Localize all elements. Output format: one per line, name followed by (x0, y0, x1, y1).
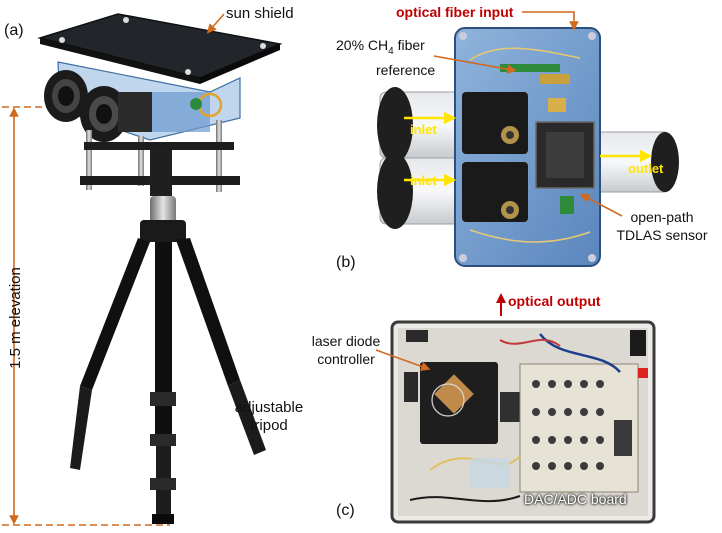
tripod-label-line1: adjustable (234, 399, 304, 416)
panel-a-photo (2, 13, 283, 526)
panel-b-label: (b) (336, 254, 356, 271)
optical-output-label: optical output (508, 293, 601, 309)
tripod-label-line2: tripod (250, 417, 288, 434)
laser-diode-controller-line2: controller (317, 351, 375, 367)
fiber-reference-pointer (433, 55, 517, 74)
laser-diode-controller-line1: laser diode (311, 333, 381, 349)
optical-fiber-input-label: optical fiber input (396, 4, 514, 20)
laser-diode-controller-pointer (375, 349, 431, 371)
panel-b-photo (377, 27, 679, 267)
laser-diode-controller-label: laser diode controller (298, 332, 394, 368)
fiber-reference-line1: 20% CH4 fiber (336, 37, 425, 57)
dac-adc-board-label: DAC/ADC board (524, 491, 627, 507)
tripod-leg-center (155, 242, 172, 440)
detector-block-top (462, 92, 528, 154)
tdlas-sensor-line1: open-path (630, 209, 694, 225)
inlet-top-label: inlet (410, 122, 437, 137)
tdlas-sensor-label: open-path TDLAS sensor (604, 208, 720, 244)
tripod-leg-right (176, 238, 240, 386)
outlet-label: outlet (628, 161, 664, 176)
fiber-reference-label: 20% CH4 fiber reference (336, 36, 435, 79)
sun-shield-label: sun shield (226, 5, 294, 22)
panel-a-label: (a) (4, 22, 24, 39)
tripod-leg-left (80, 238, 150, 390)
tdlas-sensor-line2: TDLAS sensor (616, 227, 708, 243)
tripod-label: adjustable tripod (224, 399, 314, 435)
sun-shield-pointer (206, 13, 225, 34)
inlet-bottom-label: inlet (410, 173, 437, 188)
panel-c-photo (390, 320, 656, 524)
panel-c-label: (c) (336, 502, 355, 519)
fiber-input-pointer (522, 11, 579, 31)
fiber-reference-line2: reference (376, 61, 436, 78)
tdlas-sensor-pointer (579, 193, 623, 217)
elevation-label: 1.5 m elevation (7, 267, 24, 369)
